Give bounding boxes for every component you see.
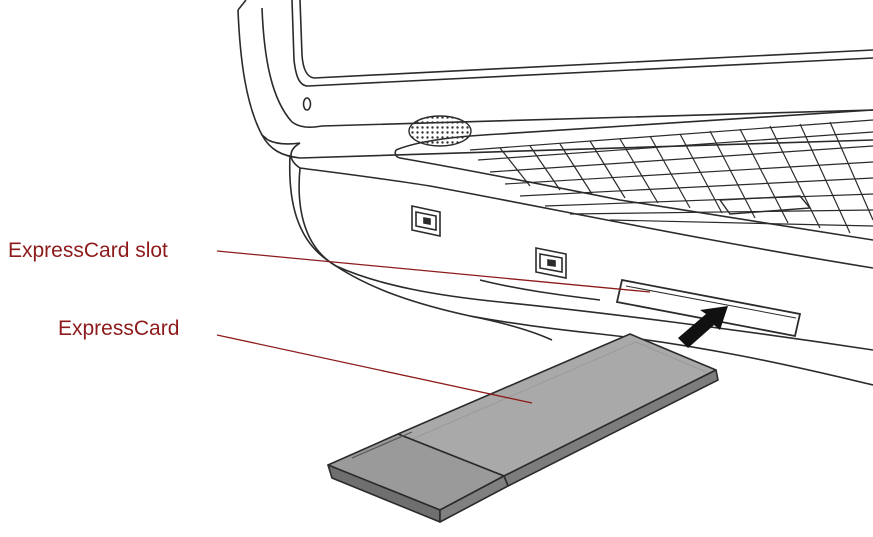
slot-leader-line (216, 250, 651, 293)
laptop-display (237, 0, 873, 145)
insert-arrow-icon (678, 306, 728, 348)
usb-port-icon (535, 247, 567, 279)
keyboard (394, 109, 873, 241)
laptop-base (261, 134, 873, 386)
usb-port-icon (411, 205, 441, 237)
speaker-grille-icon (408, 115, 472, 147)
card-leader-line (216, 334, 533, 404)
expresscard-slot (615, 278, 802, 338)
callout-leaders (216, 250, 651, 404)
expresscard-label: ExpressCard (58, 317, 180, 340)
expresscard (327, 333, 719, 523)
expresscard-slot-label: ExpressCard slot (8, 239, 168, 262)
